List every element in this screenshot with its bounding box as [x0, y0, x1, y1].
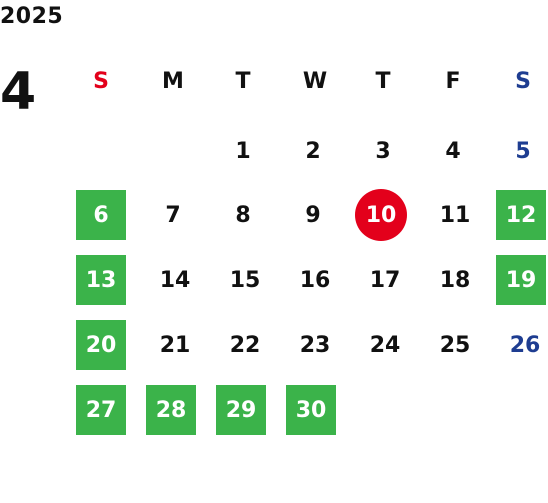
day-cell-highlighted[interactable]: 28 — [146, 385, 196, 435]
day-cell[interactable]: 22 — [229, 332, 261, 358]
day-cell[interactable]: 14 — [159, 267, 191, 293]
day-cell[interactable]: 15 — [229, 267, 261, 293]
day-cell-highlighted[interactable]: 19 — [496, 255, 546, 305]
day-cell-highlighted[interactable]: 13 — [76, 255, 126, 305]
day-cell[interactable]: 9 — [305, 202, 321, 228]
weekday-monday: M — [162, 68, 184, 94]
day-cell[interactable]: 16 — [299, 267, 331, 293]
day-cell[interactable]: 7 — [165, 202, 181, 228]
day-cell[interactable]: 2 — [305, 138, 321, 164]
month-number: 4 — [0, 62, 37, 122]
day-cell[interactable]: 17 — [369, 267, 401, 293]
day-cell[interactable]: 26 — [509, 332, 541, 358]
weekday-saturday: S — [515, 68, 531, 94]
day-cell[interactable]: 18 — [439, 267, 471, 293]
weekday-friday: F — [445, 68, 461, 94]
day-cell-highlighted[interactable]: 29 — [216, 385, 266, 435]
weekday-tuesday: T — [235, 68, 251, 94]
day-cell[interactable]: 1 — [235, 138, 251, 164]
day-cell[interactable]: 21 — [159, 332, 191, 358]
year-label: 2025 — [0, 4, 64, 29]
day-cell-highlighted[interactable]: 6 — [76, 190, 126, 240]
weekday-thursday: T — [375, 68, 391, 94]
day-cell[interactable]: 8 — [235, 202, 251, 228]
day-cell[interactable]: 23 — [299, 332, 331, 358]
day-cell-highlighted[interactable]: 30 — [286, 385, 336, 435]
day-cell-today[interactable]: 10 — [355, 189, 407, 241]
weekday-wednesday: W — [302, 68, 328, 94]
day-cell-highlighted[interactable]: 27 — [76, 385, 126, 435]
day-cell[interactable]: 11 — [439, 202, 471, 228]
day-cell[interactable]: 5 — [515, 138, 531, 164]
day-cell-highlighted[interactable]: 12 — [496, 190, 546, 240]
weekday-sunday: S — [93, 68, 109, 94]
day-cell[interactable]: 25 — [439, 332, 471, 358]
day-cell[interactable]: 3 — [375, 138, 391, 164]
day-cell-highlighted[interactable]: 20 — [76, 320, 126, 370]
day-cell[interactable]: 24 — [369, 332, 401, 358]
day-cell[interactable]: 4 — [445, 138, 461, 164]
